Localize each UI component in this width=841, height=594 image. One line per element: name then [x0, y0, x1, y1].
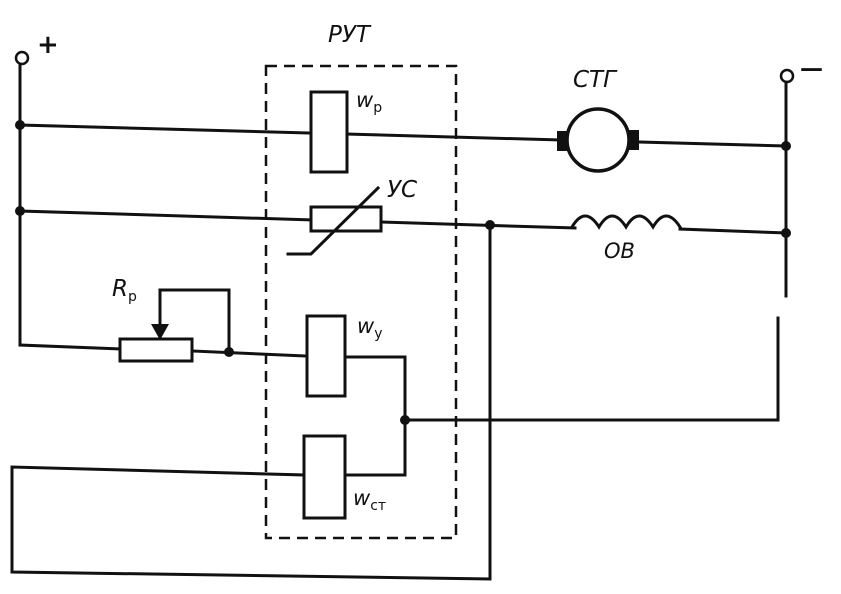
- node-coils: [400, 415, 410, 425]
- wire-wct-loop: [10, 465, 492, 581]
- wire-generator-right: [638, 140, 787, 148]
- label-rheostat-base: R: [112, 276, 128, 302]
- label-coil-wp-base: w: [356, 88, 374, 112]
- node-rheostat: [224, 347, 234, 357]
- negative-terminal: [779, 68, 795, 84]
- label-coil-wp: wр: [356, 88, 382, 116]
- wire-row3-mid: [190, 349, 309, 358]
- coil-wct: [302, 434, 347, 520]
- coil-wp: [309, 90, 349, 174]
- label-regulator: РУТ: [328, 22, 372, 48]
- label-coil-wp-sub: р: [373, 100, 382, 116]
- node-row2-left: [15, 206, 25, 216]
- nonlinear-slash: [286, 185, 381, 256]
- wire-row1: [18, 123, 562, 142]
- wire-row3-left: [18, 343, 122, 351]
- label-coil-wct: wст: [353, 486, 386, 514]
- label-rheostat: Rр: [112, 276, 137, 305]
- node-feedback: [485, 220, 495, 230]
- field-winding: [569, 214, 683, 230]
- label-plus: +: [37, 30, 59, 60]
- rheostat: [118, 337, 194, 363]
- node-row2-right: [781, 228, 791, 238]
- wire-wct-right: [343, 418, 407, 477]
- node-row1-left: [15, 120, 25, 130]
- label-generator: СТГ: [573, 67, 618, 93]
- regulator-enclosure: [264, 64, 458, 540]
- node-row1-right: [781, 141, 791, 151]
- positive-terminal: [14, 50, 30, 66]
- coil-wy: [305, 314, 347, 398]
- generator-symbol: [557, 107, 639, 173]
- rheostat-arrow: [151, 324, 169, 340]
- label-field-winding: ОВ: [604, 239, 635, 263]
- rheostat-bypass: [158, 288, 231, 354]
- wire-wy-right: [343, 355, 407, 422]
- label-coil-wy-base: w: [357, 314, 375, 338]
- label-coil-wct-base: w: [353, 486, 371, 510]
- label-minus: —: [800, 56, 823, 82]
- wire-fw-right: [678, 227, 788, 235]
- wire-row2: [18, 209, 577, 230]
- label-coil-wct-sub: ст: [370, 498, 386, 514]
- label-coil-wy-sub: у: [374, 326, 382, 342]
- label-nonlinear: УС: [387, 177, 417, 203]
- label-rheostat-sub: р: [128, 289, 137, 305]
- label-coil-wy: wу: [357, 314, 382, 342]
